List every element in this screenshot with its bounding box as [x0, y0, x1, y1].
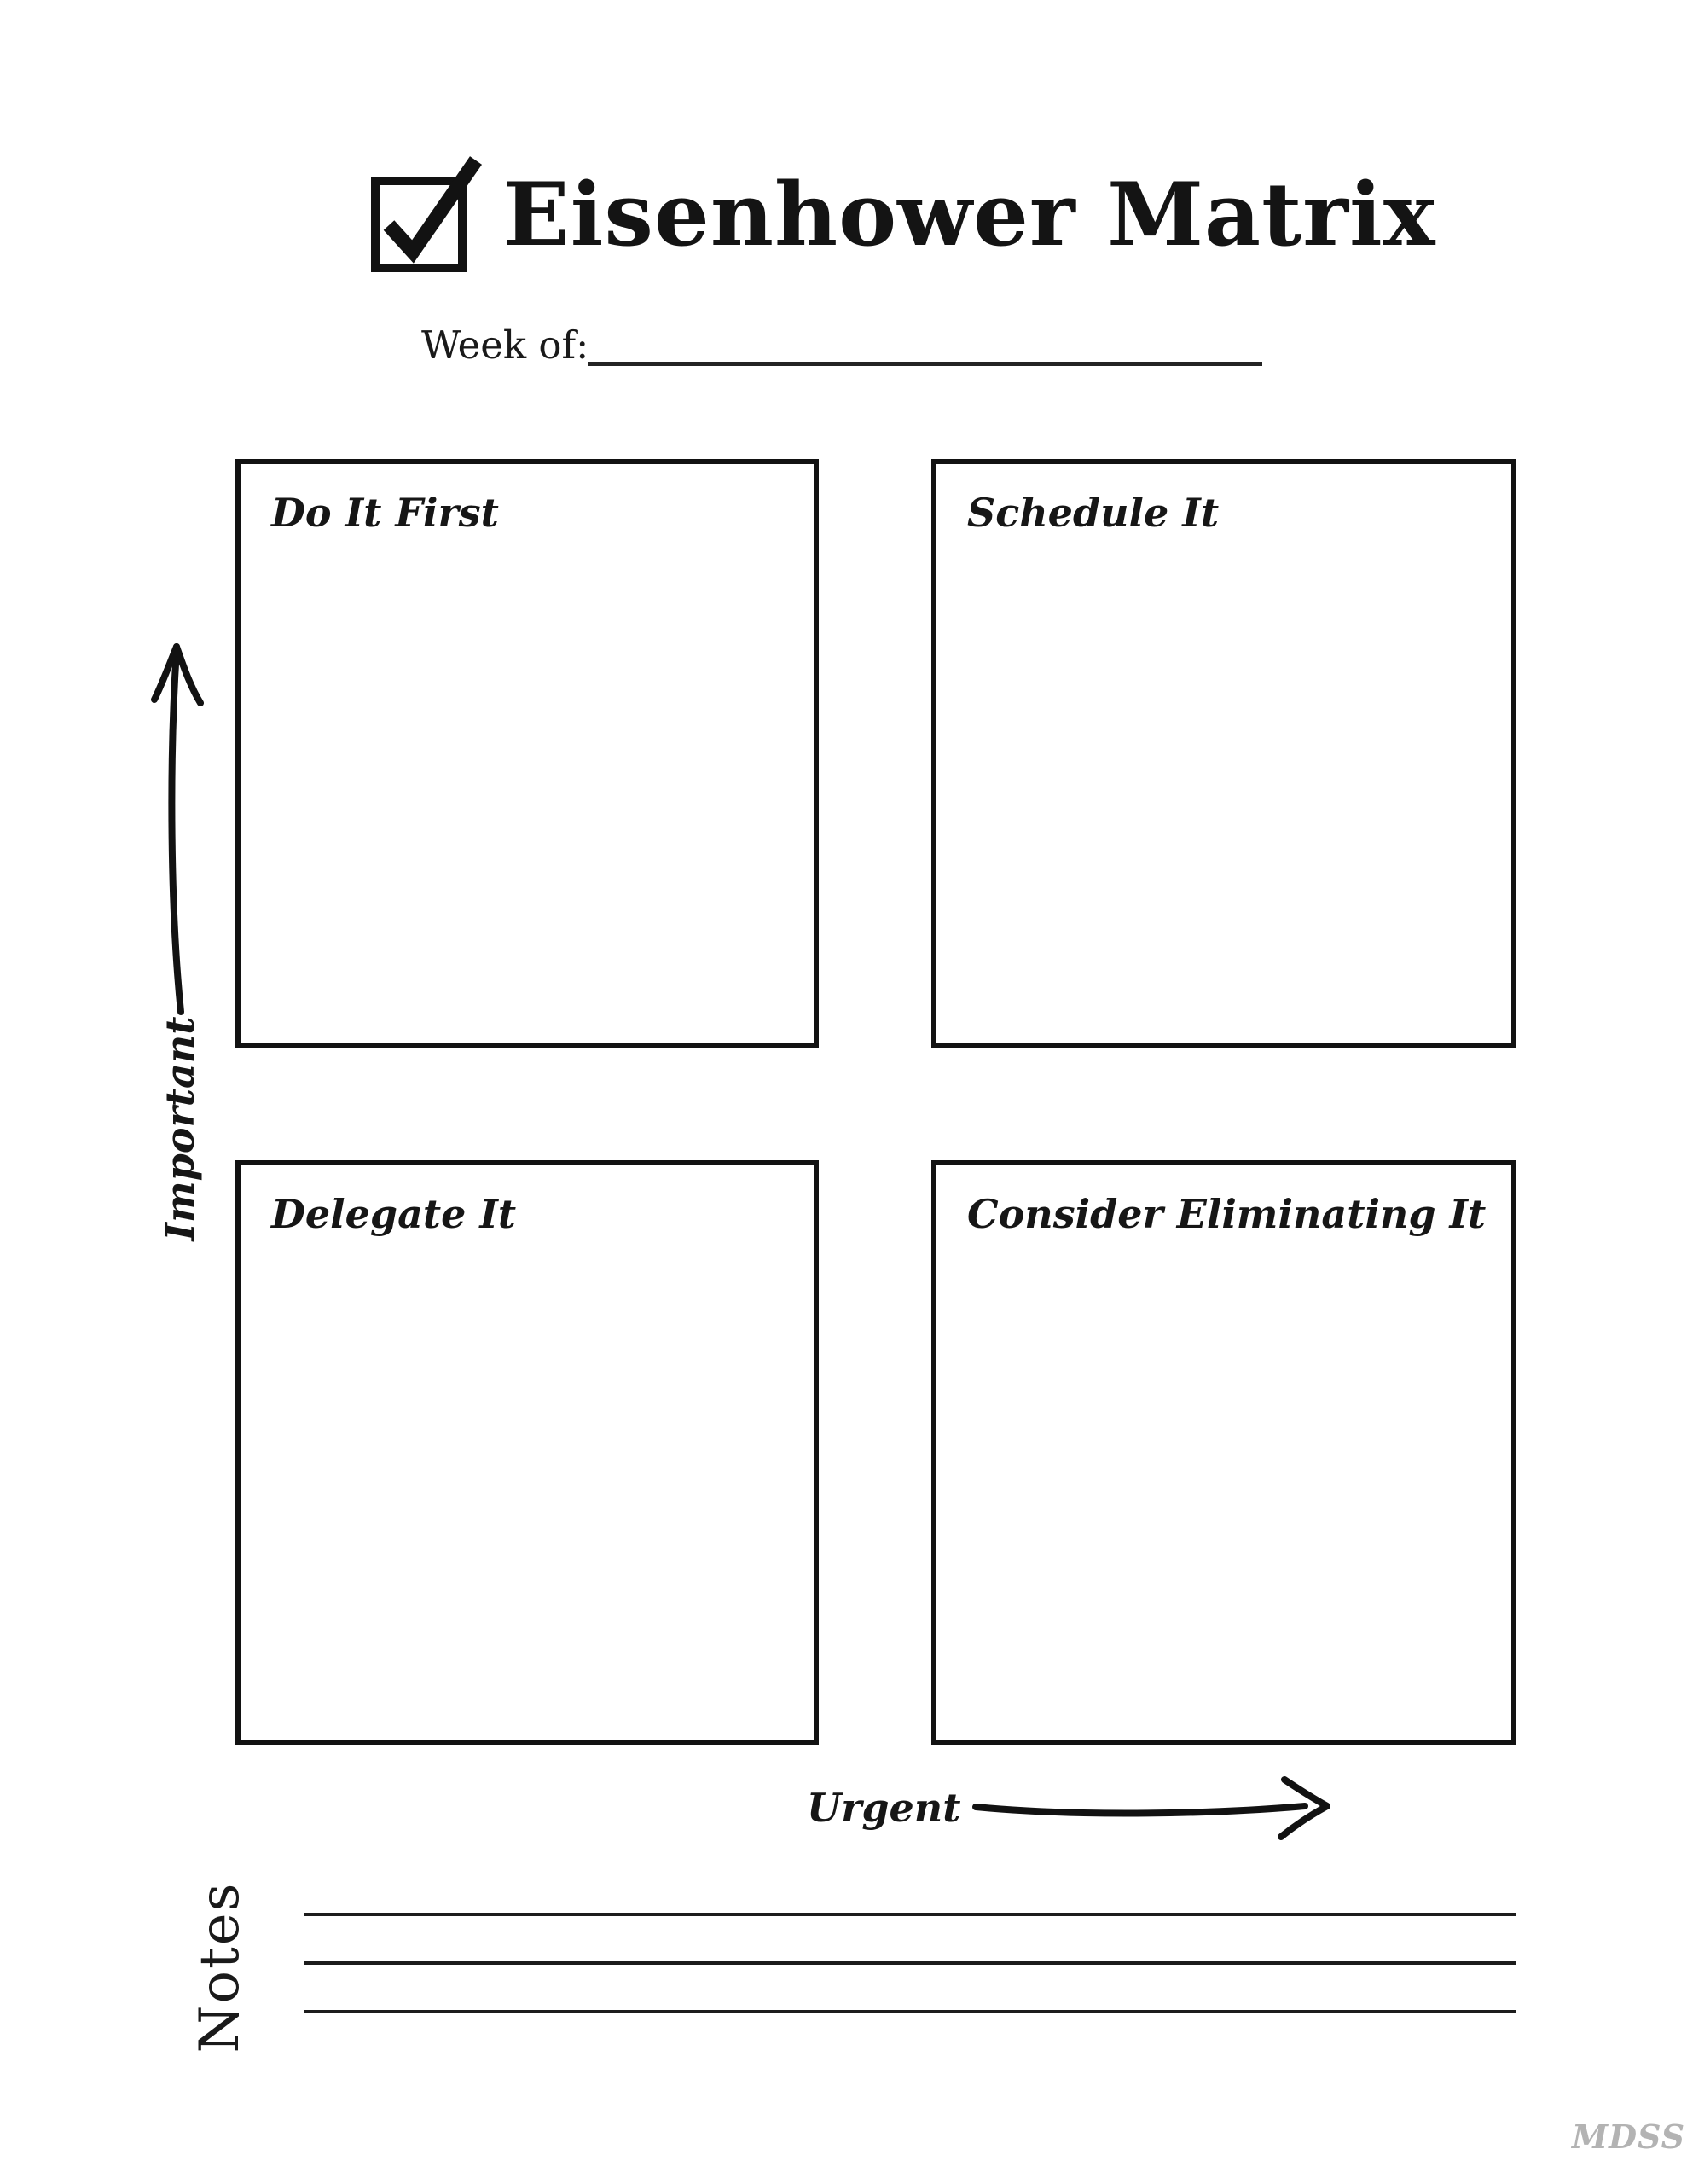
- quadrant-consider-eliminating-it[interactable]: Consider Eliminating It: [931, 1160, 1516, 1745]
- quadrant-label: Consider Eliminating It: [967, 1191, 1487, 1237]
- urgent-axis-label: Urgent: [807, 1785, 961, 1831]
- watermark-text: MDSS: [1572, 2117, 1686, 2156]
- urgent-axis-arrow-icon: [972, 1776, 1330, 1840]
- quadrant-label: Do It First: [271, 490, 499, 536]
- notes-line[interactable]: [304, 2010, 1516, 2013]
- quadrant-delegate-it[interactable]: Delegate It: [235, 1160, 819, 1745]
- checkbox-checked-icon: [371, 156, 482, 272]
- important-axis-label: Important: [157, 1016, 203, 1241]
- notes-line[interactable]: [304, 1961, 1516, 1965]
- page-title: Eisenhower Matrix: [503, 164, 1436, 266]
- quadrant-do-it-first[interactable]: Do It First: [235, 459, 819, 1048]
- quadrant-schedule-it[interactable]: Schedule It: [931, 459, 1516, 1048]
- notes-line[interactable]: [304, 1913, 1516, 1916]
- quadrant-label: Delegate It: [271, 1191, 517, 1237]
- week-of-label: Week of:: [421, 322, 589, 368]
- notes-lines: [304, 1913, 1516, 2024]
- quadrant-label: Schedule It: [967, 490, 1220, 536]
- week-of-input-line[interactable]: [588, 362, 1262, 366]
- important-axis-arrow-icon: [151, 643, 204, 1015]
- notes-section-label: Notes: [188, 1881, 252, 2053]
